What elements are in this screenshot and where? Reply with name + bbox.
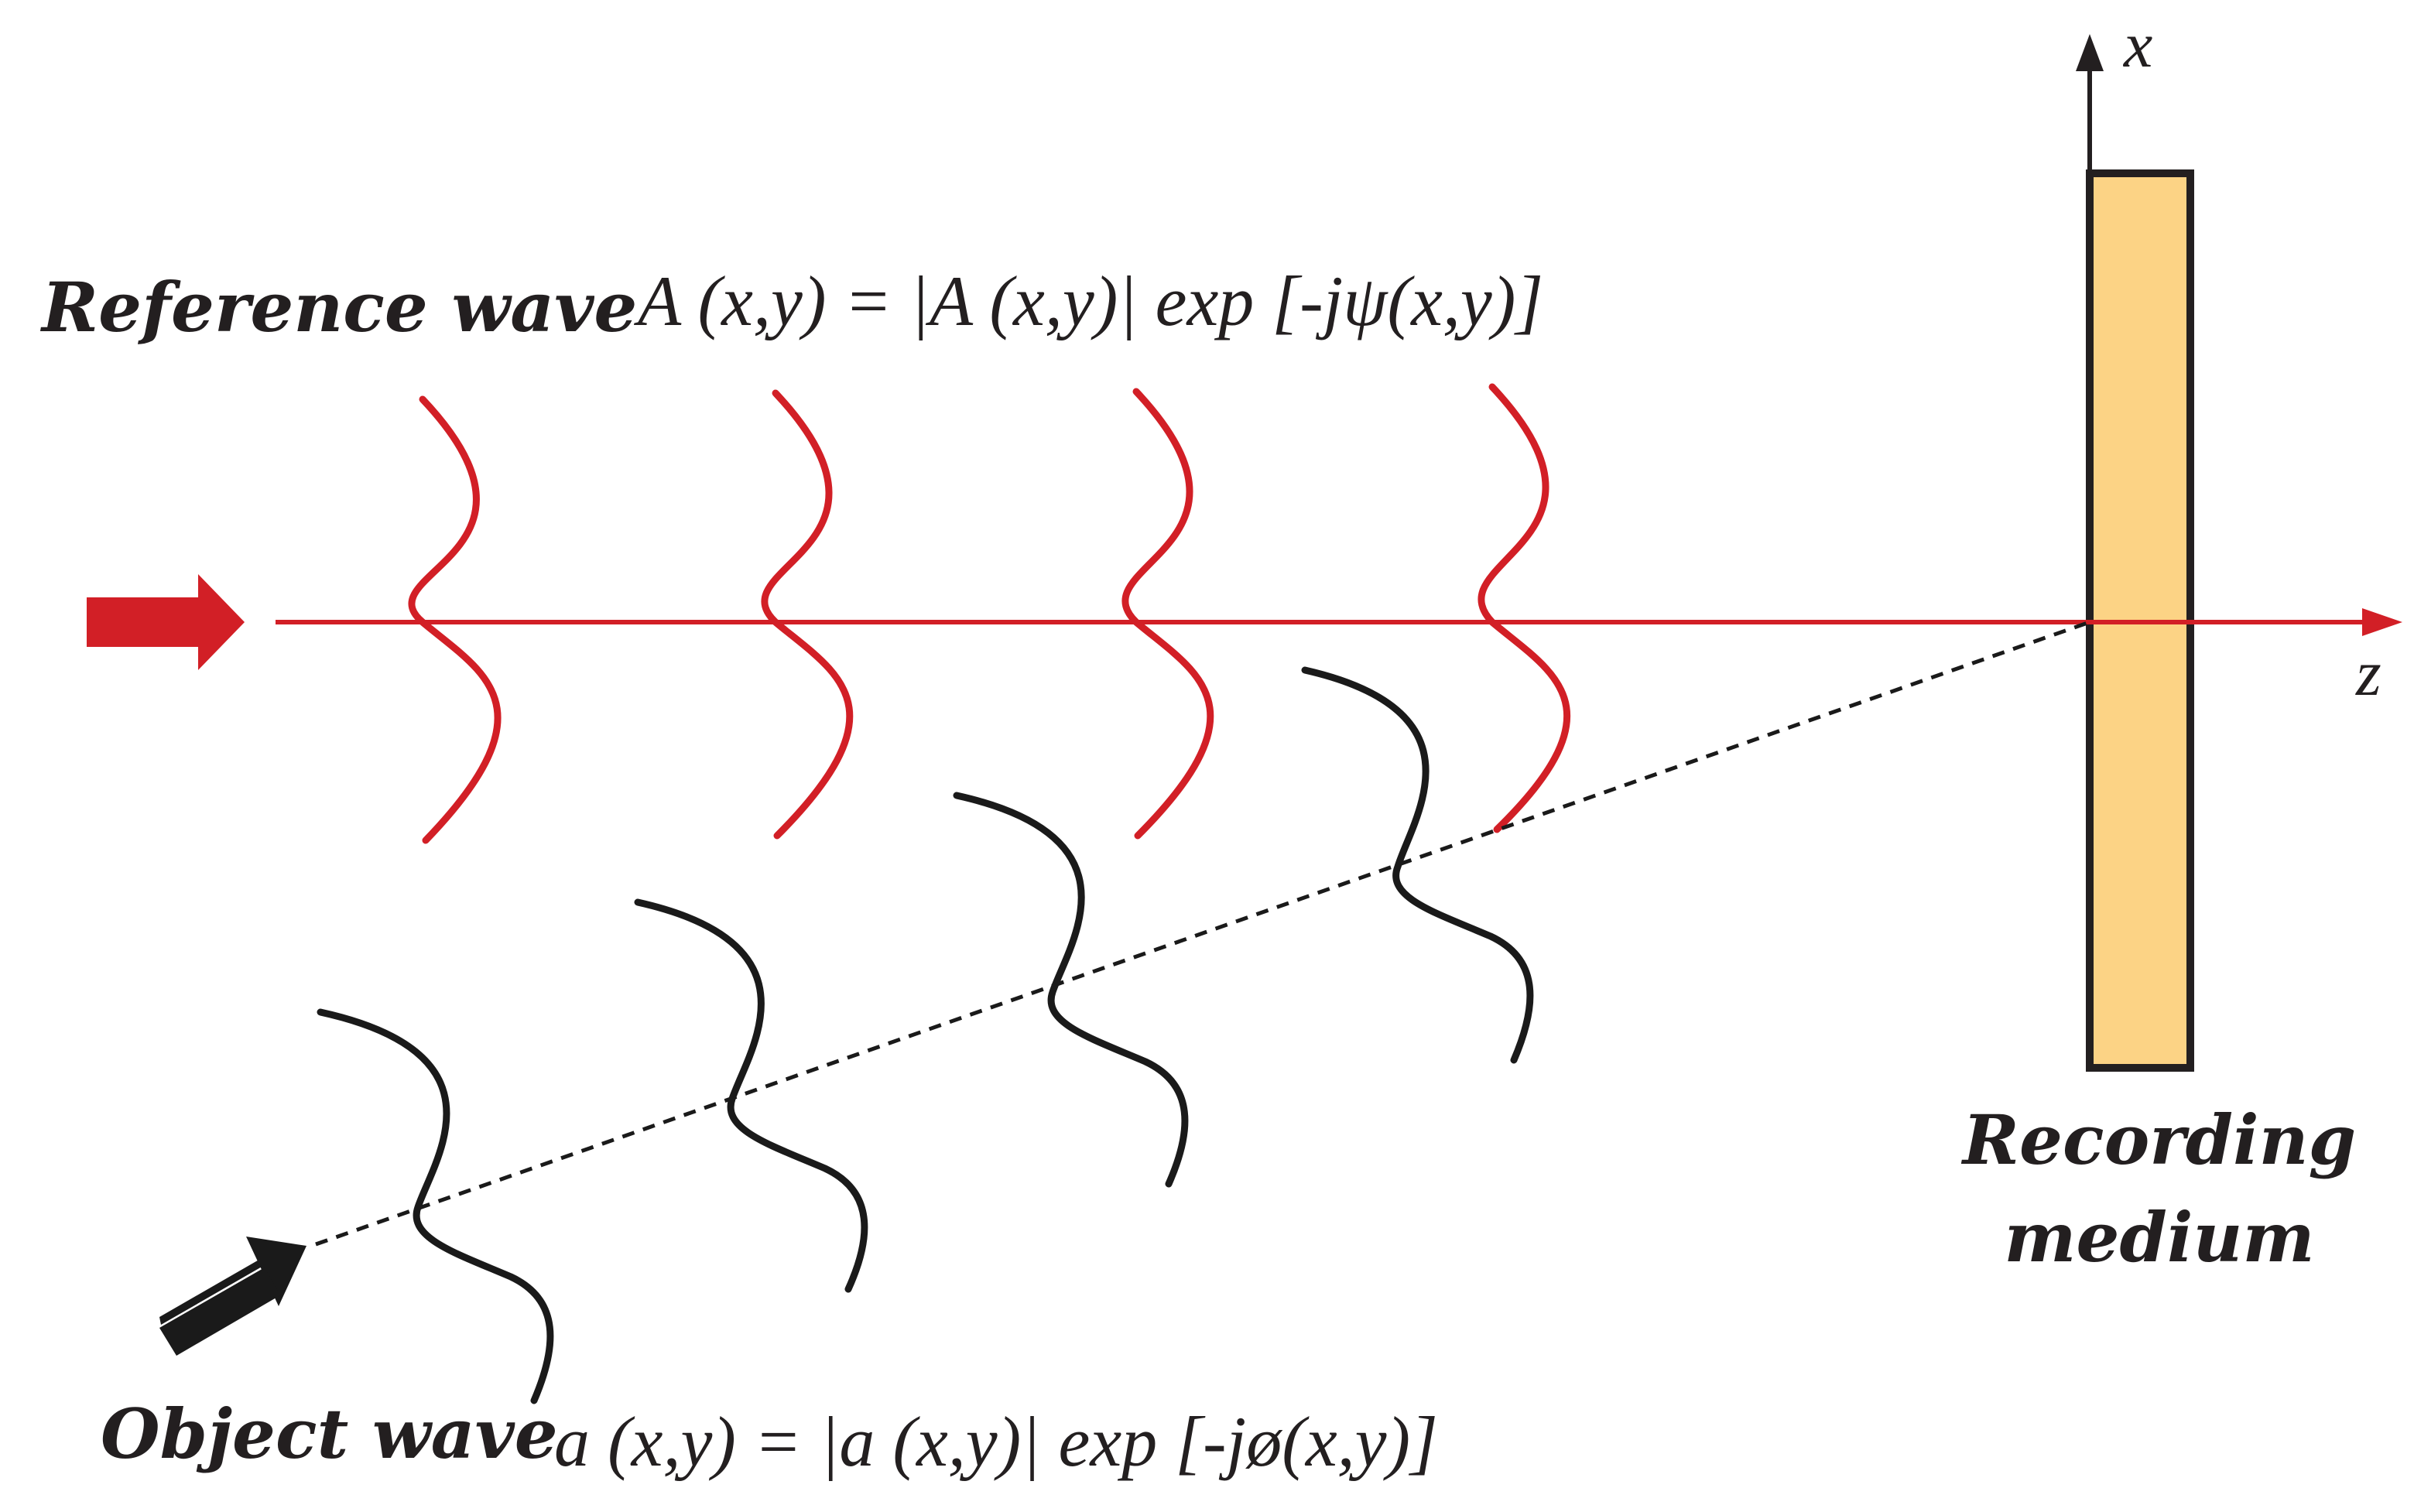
reference-wavefront-4 — [1478, 383, 1570, 833]
recording-medium-label-line2: medium — [2004, 1197, 2314, 1278]
object-wave-label: Object wave — [101, 1394, 558, 1474]
object-wavefront-4 — [1301, 666, 1534, 1064]
reference-wavefront-3 — [1121, 388, 1214, 840]
diagonal-arrow-shaft — [159, 1267, 280, 1356]
object-wave-formula: a (x,y) = |a (x,y)| exp [-jø(x,y)] — [554, 1402, 1438, 1481]
right-arrow-icon — [87, 574, 245, 670]
object-axis-dashed-line — [315, 620, 2090, 1247]
z-axis-label: z — [2355, 638, 2381, 710]
object-wavefront-1 — [317, 1008, 554, 1404]
reference-wavefront-1 — [408, 395, 502, 844]
reference-wave-formula: A (x,y) = |A (x,y)| exp [-jψ(x,y)] — [633, 262, 1543, 340]
recording-medium-label-line1: Recording — [1960, 1100, 2356, 1180]
reference-wavefront-2 — [761, 389, 854, 840]
reference-wavefronts — [408, 383, 1570, 844]
x-axis-label: x — [2122, 9, 2152, 81]
z-axis-arrowhead — [2362, 608, 2402, 636]
x-axis-arrowhead — [2076, 34, 2104, 71]
reference-wave-label: Reference wave — [39, 267, 637, 347]
object-wavefronts — [317, 666, 1534, 1404]
object-wavefront-3 — [953, 792, 1189, 1188]
diagonal-arrow-head — [246, 1237, 306, 1306]
object-wavefront-2 — [634, 898, 868, 1293]
